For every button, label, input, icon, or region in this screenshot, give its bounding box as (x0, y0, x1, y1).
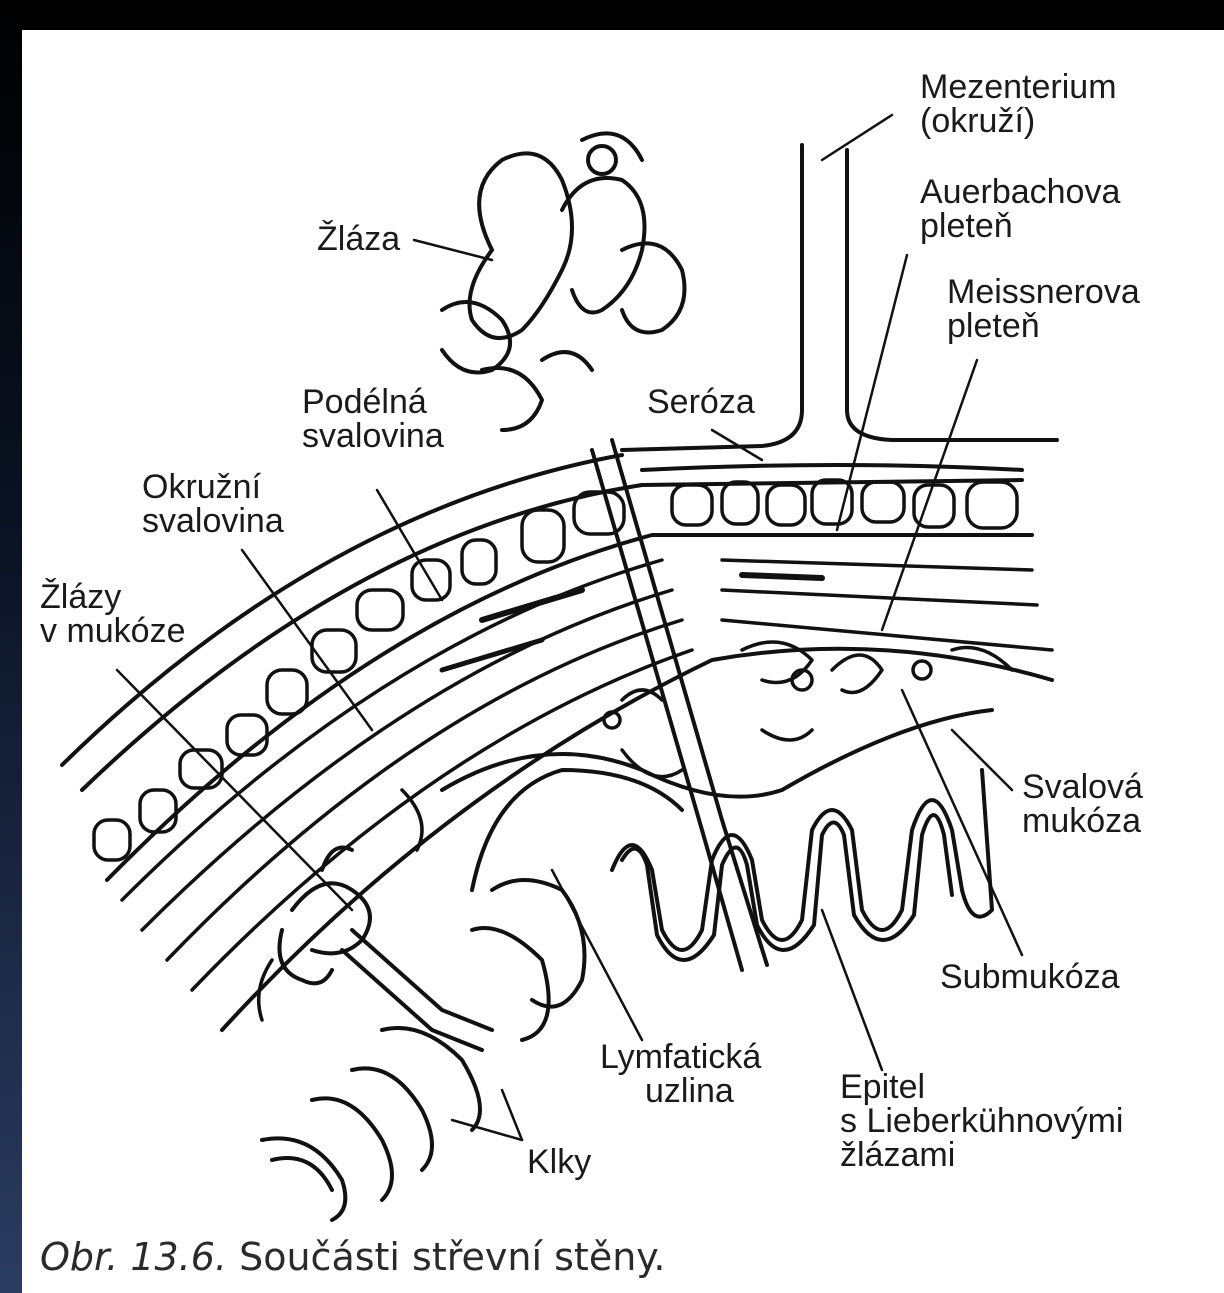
label-mezenterium: Mezenterium (okruží) (920, 70, 1117, 138)
figure-panel: Mezenterium (okruží) Auerbachova pleteň … (22, 30, 1224, 1293)
serosa-right (642, 465, 1022, 470)
label-podelna: Podélná svalovina (302, 385, 444, 453)
label-okruzni: Okružní svalovina (142, 470, 284, 538)
caption-number: Obr. 13.6. (40, 1235, 227, 1279)
frame-left (0, 0, 22, 1293)
label-zlazy: Žlázy v mukóze (40, 580, 186, 648)
long-muscle-inner (107, 535, 1032, 880)
label-lymfaticka: Lymfatická uzlina (600, 1040, 761, 1108)
submucosa-boundary (222, 649, 1052, 1030)
circular-muscle (122, 560, 1052, 990)
label-epitel: Epitel s Lieberkühnovými žlázami (840, 1070, 1123, 1172)
caption-text: Součásti střevní stěny. (227, 1235, 665, 1279)
muscularis-mucosae (442, 710, 992, 797)
label-meissnerova: Meissnerova pleteň (947, 275, 1140, 343)
label-svalova: Svalová mukóza (1022, 770, 1143, 838)
label-seroza: Seróza (647, 385, 755, 419)
label-submukoza: Submukóza (940, 960, 1120, 994)
frame-top (0, 0, 1224, 30)
label-zlaza: Žláza (317, 222, 400, 256)
label-auerbachova: Auerbachova pleteň (920, 175, 1120, 243)
label-klky: Klky (527, 1145, 591, 1179)
figure-caption: Obr. 13.6. Součásti střevní stěny. (40, 1235, 665, 1279)
